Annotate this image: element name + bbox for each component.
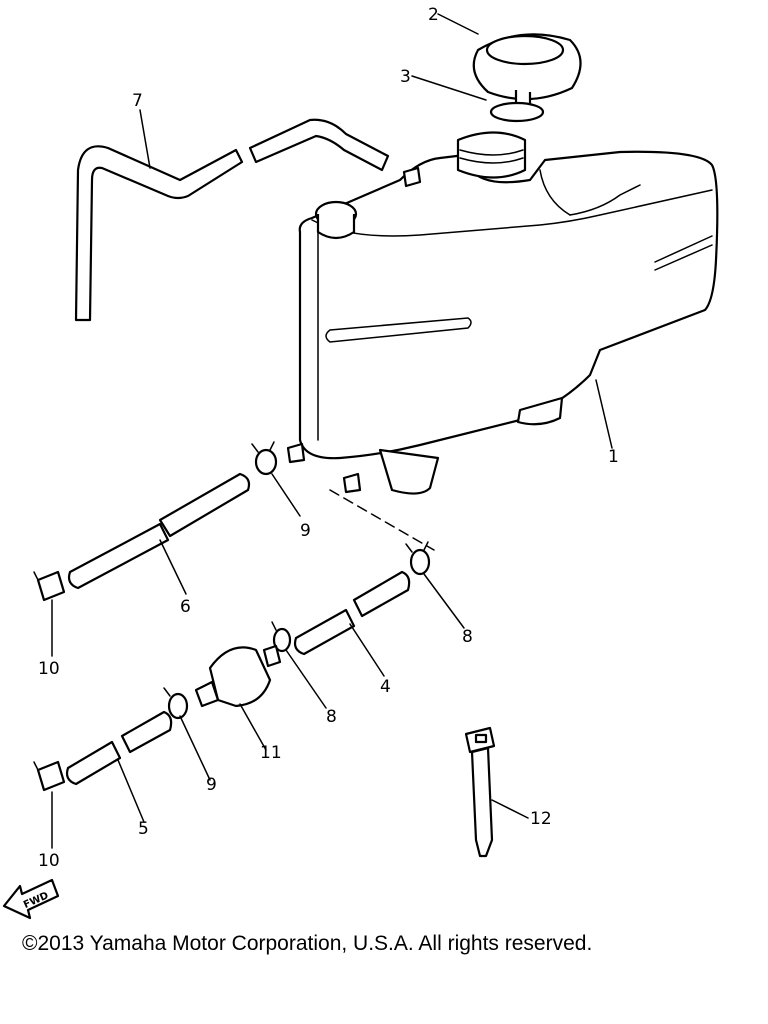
hose-part-6[interactable] — [67, 472, 251, 590]
label-part-1: 1 — [608, 447, 619, 467]
clip-part-8-upper[interactable] — [405, 541, 431, 576]
breather-hose-part-7[interactable] — [74, 118, 390, 322]
label-part-10-lower: 10 — [38, 851, 60, 871]
label-part-10-upper: 10 — [38, 659, 60, 679]
label-part-7: 7 — [132, 91, 143, 111]
label-part-6: 6 — [180, 597, 191, 617]
copyright-notice: ©2013 Yamaha Motor Corporation, U.S.A. A… — [22, 932, 593, 955]
fwd-arrow-icon: FWD — [2, 878, 60, 920]
clip-part-8-lower[interactable] — [271, 621, 292, 653]
clip-part-9-lower[interactable] — [163, 687, 189, 720]
clamp-part-10-lower[interactable] — [33, 760, 66, 792]
label-part-12: 12 — [530, 809, 552, 829]
clip-part-9-upper[interactable] — [251, 441, 278, 476]
label-part-3: 3 — [400, 67, 411, 87]
label-part-9-upper: 9 — [300, 521, 311, 541]
leader-lines — [51, 13, 613, 849]
hose-part-5[interactable] — [65, 710, 173, 786]
fuel-filter-part-11[interactable] — [194, 644, 282, 708]
label-part-2: 2 — [428, 5, 439, 25]
label-part-8-lower: 8 — [326, 707, 337, 727]
label-part-11: 11 — [260, 743, 282, 763]
label-part-9-lower: 9 — [206, 775, 217, 795]
hose-part-4[interactable] — [293, 570, 411, 656]
tank-part-1[interactable] — [286, 131, 719, 495]
label-part-5: 5 — [138, 819, 149, 839]
gasket-part-3[interactable] — [489, 101, 545, 123]
label-part-4: 4 — [380, 677, 391, 697]
strap-part-12[interactable] — [464, 726, 496, 858]
label-part-8-upper: 8 — [462, 627, 473, 647]
clamp-part-10-upper[interactable] — [33, 570, 66, 602]
